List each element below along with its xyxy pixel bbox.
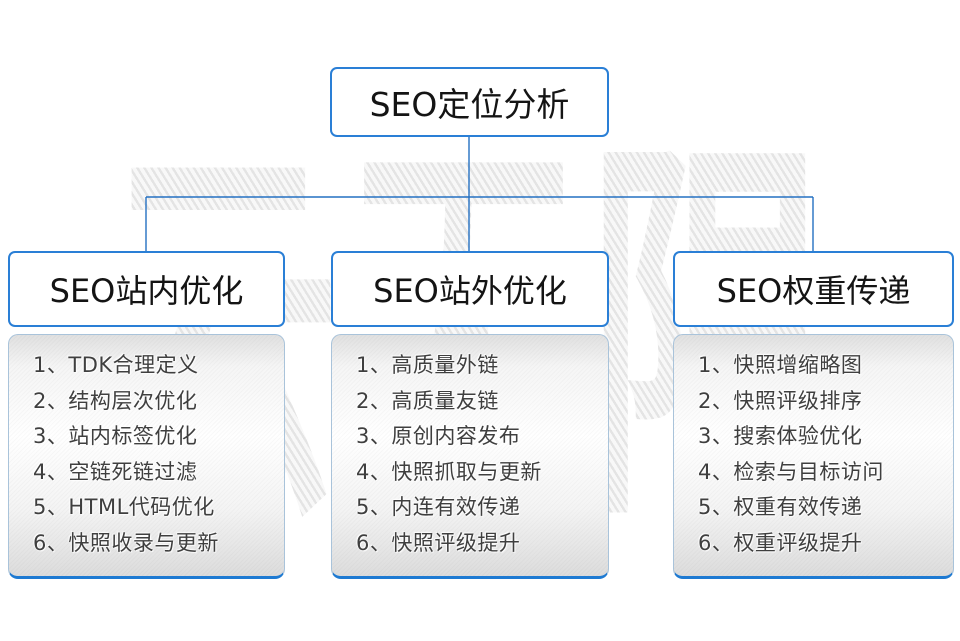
panel-onsite-list: 1、TDK合理定义 2、结构层次优化 3、站内标签优化 4、空链死链过滤 5、H… [8,334,285,579]
list-item: 4、快照抓取与更新 [356,459,542,484]
root-node-label: SEO定位分析 [369,85,570,124]
list-item: 2、结构层次优化 [33,388,198,413]
list-item: 1、高质量外链 [356,353,499,377]
node-offsite-label: SEO站外优化 [373,272,567,310]
offsite-list: 1、高质量外链 2、高质量友链 3、原创内容发布 4、快照抓取与更新 5、内连有… [332,335,608,561]
list-item: 1、快照增缩略图 [698,353,863,377]
list-item: 1、TDK合理定义 [33,353,199,377]
node-weight-label: SEO权重传递 [716,272,911,310]
panel-offsite-list: 1、高质量外链 2、高质量友链 3、原创内容发布 4、快照抓取与更新 5、内连有… [331,334,609,579]
list-item: 3、站内标签优化 [33,424,198,448]
node-onsite-optimization: SEO站内优化 [8,251,285,327]
weight-list: 1、快照增缩略图 2、快照评级排序 3、搜索体验优化 4、检索与目标访问 5、权… [674,335,953,561]
list-item: 4、检索与目标访问 [698,459,884,484]
root-node: SEO定位分析 [330,67,609,137]
node-onsite-label: SEO站内优化 [49,272,244,310]
list-item: 3、搜索体验优化 [698,424,863,448]
list-item: 5、权重有效传递 [698,495,863,519]
list-item: 4、空链死链过滤 [33,459,198,484]
panel-weight-list: 1、快照增缩略图 2、快照评级排序 3、搜索体验优化 4、检索与目标访问 5、权… [673,334,954,579]
node-weight-transfer: SEO权重传递 [673,251,954,327]
node-offsite-optimization: SEO站外优化 [331,251,609,327]
list-item: 6、快照收录与更新 [33,530,219,555]
list-item: 2、快照评级排序 [698,388,863,413]
list-item: 6、权重评级提升 [698,530,863,555]
list-item: 3、原创内容发布 [356,424,521,448]
list-item: 5、内连有效传递 [356,495,521,519]
list-item: 5、HTML代码优化 [33,495,215,519]
list-item: 2、高质量友链 [356,388,499,413]
onsite-list: 1、TDK合理定义 2、结构层次优化 3、站内标签优化 4、空链死链过滤 5、H… [9,335,284,561]
list-item: 6、快照评级提升 [356,530,521,555]
